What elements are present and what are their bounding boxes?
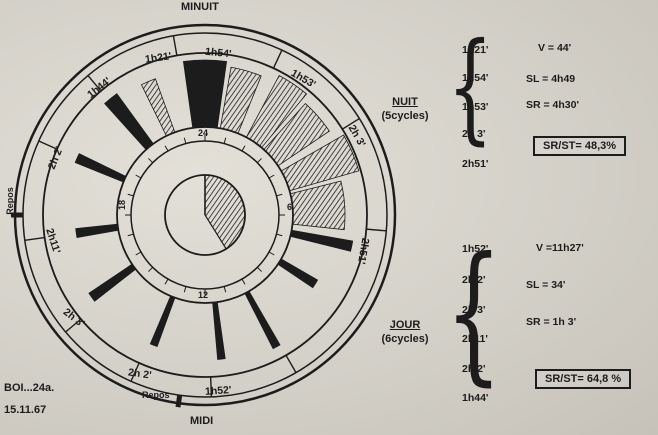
hour-tick-3	[256, 158, 262, 164]
subject-code: BOI...24a.	[4, 382, 55, 394]
nuit-title: NUIT	[392, 96, 418, 108]
hour-tick-9	[256, 266, 262, 272]
sleep-stage-wedge-11	[149, 295, 176, 348]
band-divider-1	[172, 35, 178, 56]
band-divider-5	[285, 354, 297, 373]
nuit-v: V = 44'	[538, 42, 572, 54]
hour-tick-8	[268, 251, 275, 256]
sleep-stage-wedge-16	[140, 78, 176, 137]
hour-tick-14	[164, 278, 169, 285]
band-divider-2	[272, 49, 283, 69]
hour-tick-23	[183, 137, 187, 144]
hour-tick-19	[127, 193, 134, 197]
jour-cycle-6: 1h44'	[462, 392, 489, 404]
clock-group	[11, 23, 397, 408]
sleep-stage-wedge-4	[263, 102, 330, 167]
hour-tick-16	[135, 251, 142, 256]
hour-tick-13	[183, 286, 187, 293]
sleep-stage-wedge-8	[277, 258, 319, 289]
hour-tick-20	[135, 174, 142, 179]
sleep-stage-wedge-14	[74, 153, 127, 183]
band-divider-11	[87, 75, 102, 92]
hour-tick-11	[223, 286, 227, 293]
sleep-stage-wedge-12	[88, 263, 137, 302]
sleep-stage-wedge-15	[104, 93, 154, 151]
jour-v: V =11h27'	[536, 242, 584, 254]
sleep-stage-wedge-2	[219, 66, 262, 134]
repos-left-label: Repos	[4, 187, 15, 215]
inner-hour-12: 12	[198, 290, 209, 300]
jour-section-title: JOUR (6cycles)	[370, 318, 440, 346]
band-divider-10	[38, 140, 58, 150]
sleep-stage-wedge-3	[245, 74, 308, 149]
record-date: 15.11.67	[4, 404, 47, 416]
noon-label: MIDI	[190, 415, 214, 427]
hour-tick-5	[276, 193, 283, 197]
nuit-cycle-1: 1h21'	[462, 44, 489, 56]
band-divider-3	[342, 117, 360, 130]
sleep-stage-wedge-6	[289, 180, 346, 231]
sleep-stage-wedge-9	[244, 290, 281, 350]
band-divider-8	[65, 318, 82, 333]
band-divider-7	[130, 362, 140, 382]
nuit-cycle-4: 2h 3'	[462, 128, 486, 140]
band-divider-9	[24, 236, 45, 242]
nuit-ratio-box: SR/ST= 48,3%	[533, 136, 627, 156]
hour-tick-7	[276, 233, 283, 237]
nuit-cycle-2: 1h54'	[462, 72, 489, 84]
jour-subtitle: (6cycles)	[381, 333, 429, 345]
hour-tick-10	[241, 278, 246, 285]
inner-hour-18: 18	[117, 199, 128, 211]
hour-tick-21	[148, 158, 154, 164]
nuit-sl: SL = 4h49	[526, 73, 576, 85]
jour-title: JOUR	[389, 319, 421, 331]
sleep-stage-wedge-5	[280, 134, 360, 192]
hour-tick-2	[241, 145, 246, 152]
repos-bottom-label: Repos	[142, 390, 170, 400]
hour-tick-22	[164, 145, 169, 152]
sleep-stage-wedge-1	[182, 59, 228, 129]
sleep-stage-wedge-7	[289, 229, 354, 252]
hour-tick-1	[223, 137, 227, 144]
nuit-brace: {	[447, 18, 494, 157]
sleep-stage-wedge-13	[75, 223, 119, 239]
nuit-sr: SR = 4h30'	[526, 99, 579, 111]
inner-hour-6: 6	[287, 202, 293, 212]
jour-sl: SL = 34'	[526, 279, 566, 291]
nuit-section-title: NUIT (5cycles)	[370, 95, 440, 123]
repos-marker-bottom	[175, 394, 183, 408]
nuit-subtitle: (5cycles)	[381, 110, 429, 122]
jour-cycle-1: 1h52'	[462, 243, 489, 255]
ring-3	[42, 52, 368, 378]
jour-cycle-3: 2h 3'	[462, 304, 486, 316]
band-divider-4	[366, 228, 387, 232]
hour-tick-4	[268, 174, 275, 179]
jour-cycle-2: 2h 2'	[462, 274, 486, 286]
jour-sr: SR = 1h 3'	[526, 316, 577, 328]
arc-label-6: 1h52'	[204, 384, 232, 398]
jour-brace: {	[445, 226, 503, 400]
inner-hour-24: 24	[198, 128, 209, 138]
nuit-cycle-3: 1h53'	[462, 101, 489, 113]
jour-ratio-box: SR/ST= 64,8 %	[535, 369, 632, 389]
sleep-stage-wedge-10	[212, 301, 226, 360]
jour-cycle-4: 2h11'	[462, 333, 488, 345]
hour-tick-15	[148, 266, 154, 272]
jour-cycle-5: 2h 2'	[462, 363, 486, 375]
midnight-label: MINUIT	[181, 1, 219, 13]
band-divider-6	[209, 376, 213, 397]
center-pie-slice	[204, 174, 246, 250]
hour-tick-17	[127, 233, 134, 237]
nuit-cycle-5: 2h51'	[462, 158, 489, 170]
